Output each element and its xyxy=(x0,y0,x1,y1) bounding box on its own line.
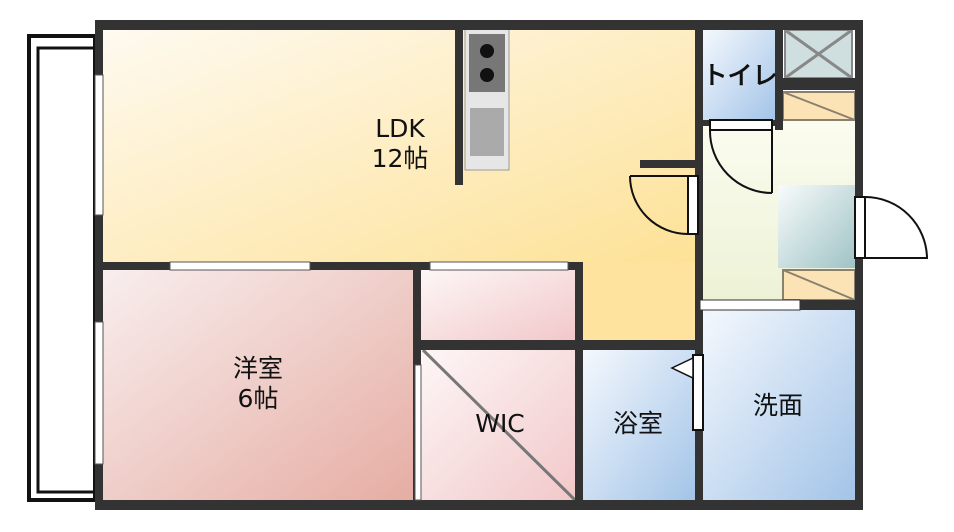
sliding-door[interactable] xyxy=(699,299,801,311)
shoe-box-bottom xyxy=(782,269,856,301)
entrance-door[interactable] xyxy=(854,196,929,259)
wic-diagonal xyxy=(421,348,577,502)
balcony xyxy=(27,34,97,502)
bath-label: 浴室 xyxy=(613,409,663,438)
toilet-room xyxy=(703,30,775,120)
window xyxy=(94,321,104,465)
bath-door[interactable] xyxy=(670,354,704,431)
western-room xyxy=(103,270,413,500)
genkan xyxy=(778,185,855,268)
ldk-label: LDK xyxy=(375,114,425,143)
bath-room xyxy=(583,350,695,500)
burner-icon xyxy=(480,68,494,82)
toilet-label: トイレ xyxy=(702,61,777,90)
western-label: 洋室 xyxy=(233,354,283,383)
ldk-room xyxy=(103,30,695,262)
ldk-room-extension xyxy=(583,262,695,342)
washroom xyxy=(703,310,855,500)
wic-label: WIC xyxy=(475,409,525,438)
washroom-label: 洗面 xyxy=(753,391,803,420)
ldk-door[interactable] xyxy=(629,175,699,235)
kitchen-counter xyxy=(464,27,510,171)
shoe-box-top xyxy=(782,91,856,121)
toilet-door[interactable] xyxy=(708,119,773,194)
ldk-size: 12帖 xyxy=(372,144,429,173)
western-size: 6帖 xyxy=(238,384,279,413)
sliding-door[interactable] xyxy=(429,261,569,271)
sliding-door[interactable] xyxy=(169,261,311,271)
sink xyxy=(470,108,504,156)
sliding-door[interactable] xyxy=(414,364,422,501)
window xyxy=(94,74,104,216)
closet xyxy=(421,270,575,340)
burner-icon xyxy=(480,44,494,58)
pipe-shaft xyxy=(784,28,853,80)
